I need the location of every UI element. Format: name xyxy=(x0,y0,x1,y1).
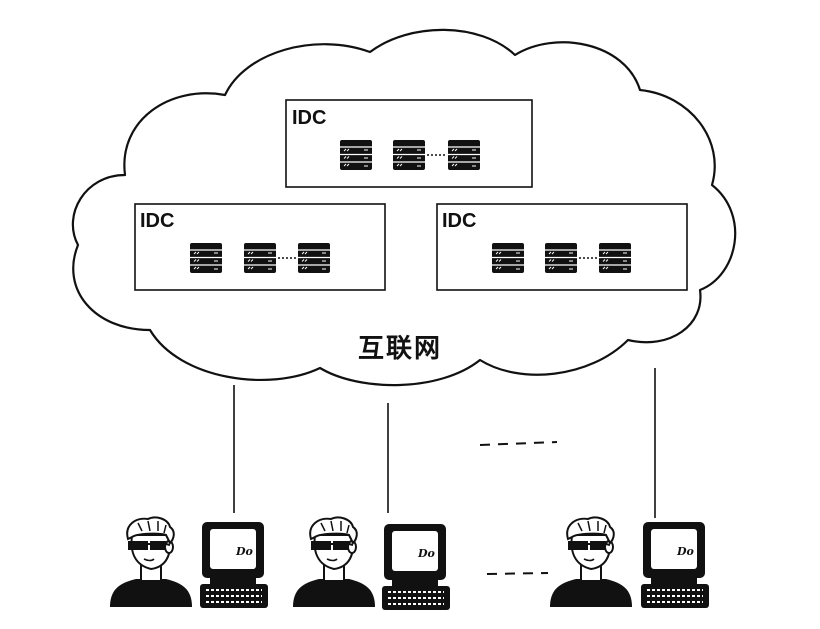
user-station-1: Do xyxy=(109,516,269,609)
server-icon xyxy=(598,242,632,274)
idc-label-left: IDC xyxy=(140,210,174,232)
server-icon xyxy=(392,139,426,171)
ellipsis-dashes-bottom xyxy=(486,572,549,575)
server-icon xyxy=(447,139,481,171)
screen-text: Do xyxy=(417,547,435,560)
screen-text: Do xyxy=(235,545,253,558)
developer-person-icon xyxy=(292,516,376,608)
server-icon xyxy=(189,242,223,274)
desktop-computer-icon xyxy=(381,523,451,611)
developer-person-icon xyxy=(109,516,193,608)
screen-text: Do xyxy=(676,545,694,558)
desktop-computer-icon xyxy=(199,521,269,609)
user-station-2: Do xyxy=(292,516,451,611)
idc-box-top: IDC xyxy=(285,99,533,188)
idc-label-right: IDC xyxy=(442,210,476,232)
server-icon xyxy=(491,242,525,274)
user-station-3: Do xyxy=(549,516,710,609)
developer-person-icon xyxy=(549,516,633,608)
ellipsis-dashes-top xyxy=(479,441,558,446)
idc-label-top: IDC xyxy=(292,107,326,129)
server-icon xyxy=(297,242,331,274)
internet-label: 互联网 xyxy=(358,334,442,364)
server-icon xyxy=(243,242,277,274)
idc-box-right: IDC xyxy=(436,203,688,291)
server-icon xyxy=(339,139,373,171)
internet-cloud xyxy=(71,28,737,387)
desktop-computer-icon xyxy=(640,521,710,609)
server-icon xyxy=(544,242,578,274)
idc-box-left: IDC xyxy=(134,203,386,291)
